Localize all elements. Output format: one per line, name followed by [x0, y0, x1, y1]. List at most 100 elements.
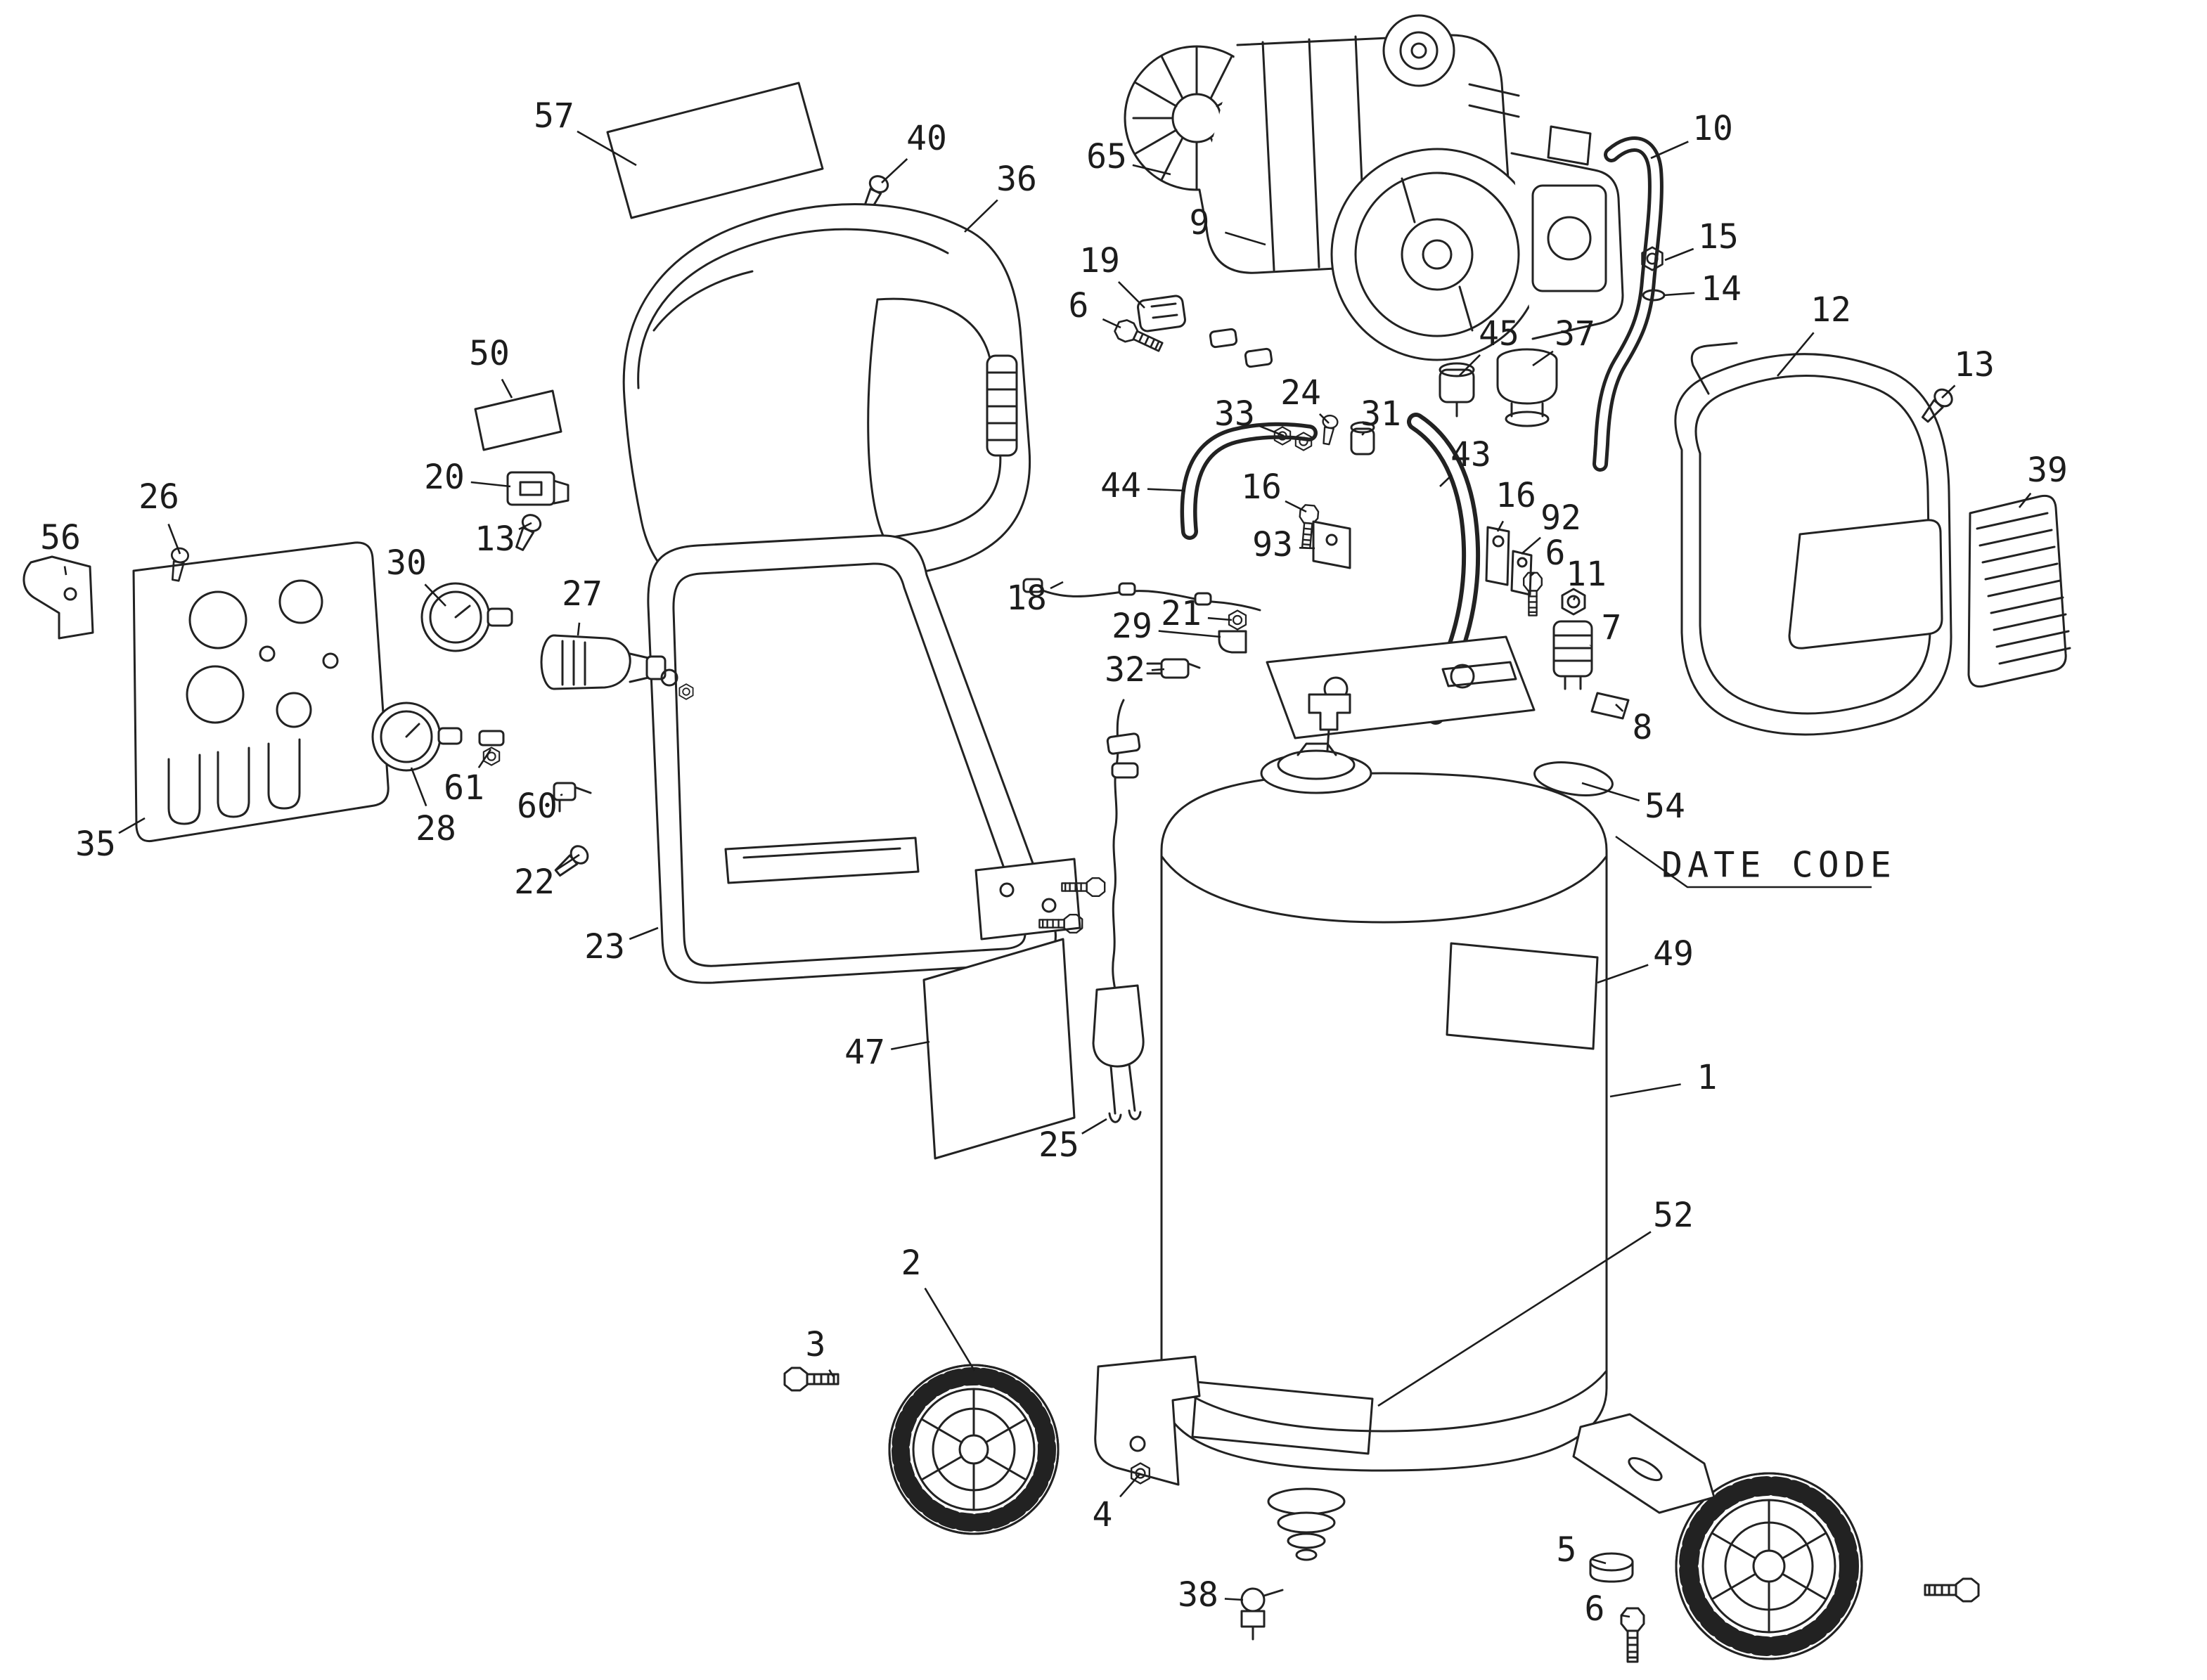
grille	[1967, 494, 2071, 688]
rubber-foot-5	[1589, 1552, 1634, 1583]
part-callout-39: 39	[2027, 451, 2068, 490]
leader-line-57	[577, 130, 637, 167]
ferrule-31	[1350, 421, 1375, 455]
drain-valve-38	[1240, 1587, 1284, 1641]
leader-line-12	[1777, 332, 1815, 377]
switch-screw-13	[510, 511, 544, 554]
motor-assembly	[1124, 14, 1624, 361]
foot-bracket-left	[1094, 1355, 1201, 1486]
part-callout-61: 61	[444, 768, 484, 808]
leader-line-27	[577, 622, 581, 636]
leader-line-25	[1081, 1118, 1107, 1135]
leader-line-15	[1664, 247, 1694, 261]
leader-line-23	[629, 926, 659, 941]
leader-line-10	[1650, 141, 1689, 160]
part-callout-93: 93	[1252, 525, 1293, 564]
leader-line-31	[1361, 432, 1365, 436]
wheel-right	[1675, 1472, 1863, 1660]
part-callout-18: 18	[1006, 579, 1047, 618]
leader-line-13-2	[518, 522, 532, 531]
leader-line-37	[1532, 350, 1554, 367]
leader-line-28	[410, 767, 427, 807]
leader-line-14	[1663, 292, 1695, 297]
instruction-label-47	[922, 938, 1076, 1160]
leader-line-21	[1207, 616, 1233, 621]
part-callout-50: 50	[469, 334, 510, 373]
tank-drain-stack	[1267, 1487, 1346, 1561]
leader-line-6	[1102, 318, 1121, 329]
safety-valve-7	[1552, 620, 1593, 690]
tank-port	[1260, 742, 1372, 794]
part-callout-5: 5	[1557, 1530, 1577, 1570]
part-callout-44: 44	[1100, 466, 1141, 505]
outlet-pipe-44	[1180, 422, 1318, 540]
leader-line-4	[1119, 1473, 1141, 1498]
power-cord	[1092, 699, 1145, 1123]
part-callout-20: 20	[424, 458, 465, 497]
part-callout-54: 54	[1645, 787, 1685, 826]
bracket-93	[1312, 520, 1351, 569]
part-callout-19: 19	[1079, 241, 1120, 280]
leader-line-30	[424, 583, 446, 607]
part-callout-14: 14	[1701, 269, 1742, 309]
leader-line-35	[118, 817, 146, 834]
leader-line-5	[1592, 1558, 1607, 1565]
date-code-leader	[1615, 835, 1872, 889]
foot-bracket-right	[1572, 1413, 1716, 1514]
part-callout-24: 24	[1280, 373, 1321, 413]
shroud	[622, 203, 1031, 604]
part-callout-43: 43	[1450, 435, 1491, 474]
top-label	[606, 82, 824, 219]
leader-line-52	[1377, 1231, 1652, 1407]
part-callout-2: 2	[901, 1243, 922, 1283]
part-callout-60: 60	[517, 787, 558, 826]
part-callout-35: 35	[75, 825, 116, 864]
part-callout-6-3: 6	[1585, 1589, 1605, 1629]
clip-8	[1590, 692, 1630, 720]
part-callout-47: 47	[844, 1033, 885, 1072]
leader-line-40	[881, 158, 908, 183]
part-callout-13-2: 13	[475, 519, 515, 559]
tank-label-52	[1191, 1381, 1374, 1455]
leader-line-43	[1439, 474, 1453, 487]
part-callout-57: 57	[534, 96, 574, 136]
leader-line-49	[1597, 964, 1649, 984]
leader-line-11	[1572, 597, 1576, 601]
pump-mount-plate	[1266, 635, 1536, 739]
leader-line-16	[1285, 500, 1307, 513]
part-callout-25: 25	[1038, 1125, 1079, 1165]
part-callout-32: 32	[1105, 650, 1145, 690]
leader-line-32	[1151, 668, 1165, 671]
panel-bracket-56	[22, 555, 94, 640]
part-callout-16: 16	[1241, 467, 1282, 507]
bracket-92	[1510, 550, 1533, 596]
fitting-60	[553, 782, 592, 813]
part-callout-56: 56	[40, 518, 81, 557]
leader-line-50	[501, 378, 513, 399]
part-callout-40: 40	[906, 119, 947, 158]
part-callout-30: 30	[386, 543, 427, 583]
leader-line-3	[828, 1369, 835, 1377]
leader-line-19	[1117, 280, 1145, 309]
leader-line-44	[1147, 488, 1186, 492]
part-callout-10: 10	[1692, 109, 1733, 148]
fitting-screw	[1318, 413, 1339, 446]
part-callout-26: 26	[139, 477, 179, 517]
leader-line-54	[1581, 782, 1640, 802]
fitting-61	[478, 730, 505, 766]
part-callout-3: 3	[806, 1325, 826, 1364]
part-callout-6: 6	[1069, 286, 1089, 325]
part-callout-23: 23	[584, 927, 625, 967]
leader-line-24	[1318, 413, 1330, 424]
bracket-16b	[1485, 526, 1510, 586]
part-callout-49: 49	[1653, 934, 1694, 974]
part-callout-22: 22	[514, 862, 555, 902]
leader-line-6-3	[1621, 1614, 1630, 1618]
leader-line-56	[63, 566, 67, 576]
isolator-pad	[1209, 328, 1238, 349]
part-callout-13: 13	[1954, 345, 1995, 385]
regulator-knob	[1439, 362, 1475, 418]
